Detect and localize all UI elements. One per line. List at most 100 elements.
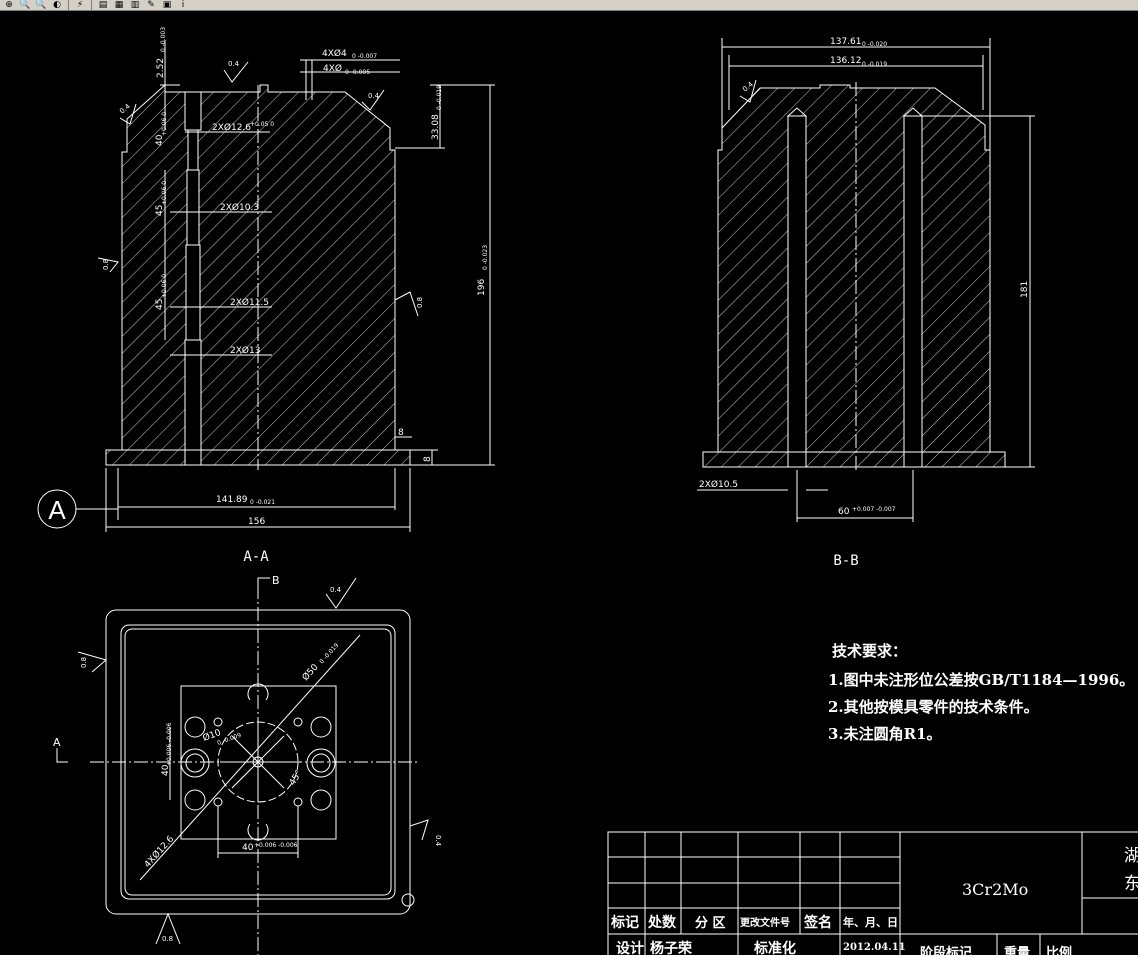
- dim-40-horiz-tol: +0.006 -0.006: [254, 842, 298, 849]
- dim-33-08-tol: 0 -0.019: [436, 85, 443, 110]
- dim-60: 60: [838, 507, 850, 517]
- dim-2x10-3: 2XØ10.3: [220, 202, 259, 213]
- technical-notes: 技术要求： 1.图中未注形位公差按GB/T1184—1996。 2.其他按模具零…: [828, 642, 1134, 743]
- notes-item-2: 2.其他按模具零件的技术条件。: [828, 698, 1039, 716]
- dim-196: 196: [477, 279, 487, 296]
- view-bb: 137.61 0 -0.020 136.12 0 -0.019 0.4 181 …: [697, 37, 1035, 569]
- notes-item-1: 1.图中未注形位公差按GB/T1184—1996。: [828, 671, 1134, 689]
- plan-view: B A 0.4 0.8 0.4 0.8 Ø50 0 -0.019 Ø10 0 -…: [53, 574, 442, 955]
- plan-rough-04-b: 0.4: [434, 835, 442, 847]
- standardization-label: 标准化: [753, 940, 796, 955]
- dim-196-tol: 0 -0.023: [482, 245, 489, 270]
- dim-40-tol: +0.06 0: [161, 112, 168, 136]
- drawing-canvas[interactable]: 2.52 0 -0.003 4XØ4 0 -0.007 4XØ 0 -0.005…: [0, 11, 1138, 955]
- dim-2-52-tol: 0 -0.003: [160, 27, 167, 52]
- dim-4x4-b: 4XØ: [323, 63, 342, 74]
- aa-rough-04-b: 0.4: [118, 102, 132, 116]
- tool-palettes-icon[interactable]: ▥: [130, 0, 140, 10]
- properties-icon[interactable]: ▤: [98, 0, 108, 10]
- aa-rough-08-a: 0.8: [102, 259, 110, 270]
- dim-4x4-a-tol: 0 -0.007: [352, 53, 377, 60]
- org-line-2: 东: [1124, 874, 1138, 894]
- toolbar: ⊕ 🔍 🔍 ◐ ⚡ ▤ ▦ ▥ ✎ ▣ i: [0, 0, 1138, 11]
- dim-2-52: 2.52: [156, 58, 166, 78]
- design-label: 设计: [616, 940, 644, 955]
- help-icon[interactable]: i: [181, 0, 185, 10]
- dim-136-12: 136.12: [830, 56, 862, 66]
- aa-channel-3: [186, 169, 200, 246]
- hdr-zone: 分 区: [695, 915, 726, 931]
- aa-channel-2: [187, 129, 199, 171]
- plan-rough-08-a: 0.8: [80, 657, 88, 668]
- dim-4x12-6: 4XØ12.6: [142, 833, 176, 870]
- hdr-count: 处数: [647, 914, 677, 931]
- hdr-change-doc: 更改文件号: [740, 916, 790, 929]
- hdr-mark: 标记: [610, 914, 639, 931]
- cut-b-label: B: [272, 574, 280, 587]
- dim-d50-tol: 0 -0.019: [318, 642, 340, 665]
- dim-4x4-a: 4XØ4: [322, 48, 347, 59]
- scale-label: 比例: [1046, 945, 1072, 955]
- weight-label: 重量: [1004, 945, 1030, 955]
- dim-181: 181: [1020, 281, 1030, 298]
- zoom-window-icon[interactable]: 🔍: [19, 0, 31, 10]
- dim-2x10-5: 2XØ10.5: [699, 479, 738, 490]
- design-date: 2012.04.11: [843, 942, 906, 953]
- markup-icon[interactable]: ✎: [147, 0, 155, 10]
- hdr-date: 年、月、日: [843, 915, 898, 929]
- title-block: 3Cr2Mo 标记 处数 分 区 更改文件号 签名 年、月、日 设计 杨子荣 标…: [607, 831, 1138, 955]
- aa-channel-4: [185, 244, 201, 341]
- zoom-previous-icon[interactable]: 🔍: [35, 0, 47, 10]
- dim-137-61: 137.61: [830, 37, 862, 47]
- dim-40-vert: 40: [161, 764, 171, 776]
- aa-channel-5: [184, 339, 202, 466]
- design-center-icon[interactable]: ▦: [114, 0, 124, 10]
- hdr-signature: 签名: [803, 914, 832, 931]
- dim-2x12-6: 2XØ12.6: [212, 122, 251, 133]
- dim-40: 40: [155, 134, 165, 146]
- plan-rough-08-b: 0.8: [162, 935, 173, 943]
- datum-a-letter: A: [48, 495, 66, 525]
- notes-item-3: 3.未注圆角R1。: [828, 725, 942, 743]
- aa-channel-1: [184, 91, 202, 131]
- material-label: 3Cr2Mo: [962, 880, 1028, 899]
- dim-2x11-5: 2XØ11.5: [230, 297, 269, 308]
- dim-156: 156: [248, 517, 265, 527]
- stage-mark-label: 阶段标记: [920, 945, 972, 955]
- notes-title: 技术要求：: [832, 642, 907, 660]
- dim-45-a: 45: [155, 205, 165, 216]
- aa-rough-04-c: 0.4: [368, 92, 380, 100]
- dim-45-a-tol: +0.06 0: [161, 181, 168, 205]
- dim-45-b: 45: [155, 299, 165, 310]
- dim-136-12-tol: 0 -0.019: [862, 61, 887, 68]
- cut-a-label: A: [53, 736, 61, 749]
- dim-45-deg: 45°: [288, 769, 305, 788]
- dim-d50: Ø50: [300, 662, 321, 683]
- aa-rough-08-b: 0.8: [416, 297, 424, 308]
- toolbar-separator: [68, 0, 69, 10]
- toolbar-separator: [91, 0, 92, 10]
- bb-body-outline: [702, 84, 1006, 468]
- dim-8-b: 8: [423, 456, 433, 462]
- zoom-realtime-icon[interactable]: ⊕: [5, 0, 13, 10]
- dim-40-horiz: 40: [242, 843, 254, 853]
- view-aa-label: A-A: [243, 549, 269, 565]
- dim-137-61-tol: 0 -0.020: [862, 41, 887, 48]
- org-line-1: 湖: [1124, 846, 1138, 866]
- pan-icon[interactable]: ⚡: [76, 0, 84, 10]
- view-bb-label: B-B: [833, 553, 858, 569]
- dim-2x13: 2XØ13: [230, 345, 260, 356]
- dim-40-vert-tol: +0.006 -0.006: [166, 722, 173, 766]
- bb-pin-right: [903, 115, 923, 468]
- dim-60-tol: +0.007 -0.007: [852, 506, 896, 513]
- bb-pin-left: [787, 115, 807, 468]
- plan-rough-04-a: 0.4: [330, 586, 342, 594]
- dim-141-89-tol: 0 -0.021: [250, 499, 275, 506]
- calculator-icon[interactable]: ▣: [162, 0, 172, 10]
- zoom-extents-icon[interactable]: ◐: [53, 0, 61, 10]
- dim-141-89: 141.89: [216, 495, 248, 505]
- dim-33-08: 33.08: [431, 114, 441, 140]
- dim-8-a: 8: [398, 428, 404, 438]
- view-aa: 2.52 0 -0.003 4XØ4 0 -0.007 4XØ 0 -0.005…: [37, 27, 495, 565]
- dim-4x4-b-tol: 0 -0.005: [345, 69, 370, 76]
